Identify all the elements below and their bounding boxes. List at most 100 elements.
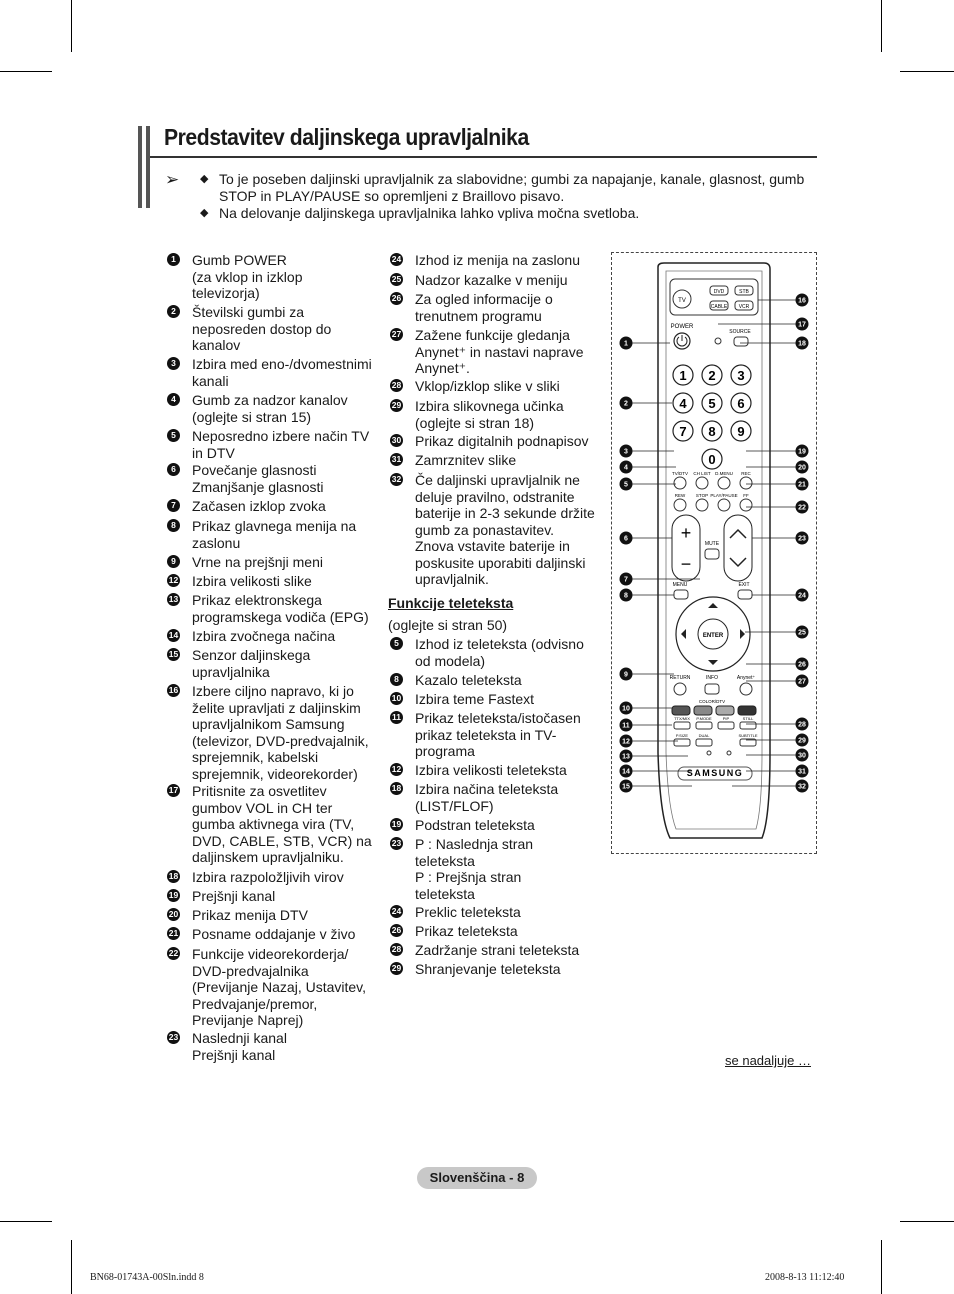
remote-key-label: D.MENU: [715, 471, 733, 476]
callout-marker: [795, 779, 809, 793]
item-text: Neposredno izbere način TV in DTV: [192, 428, 370, 461]
remote-key: [739, 721, 757, 730]
remote-key-label: FF: [743, 493, 749, 498]
item-number-badge: 17: [167, 784, 180, 797]
callout-marker: [619, 734, 633, 748]
callout-number: 25: [798, 630, 806, 637]
item-number-badge: 12: [390, 763, 403, 776]
crop-mark: [0, 71, 52, 72]
item-number-badge: 1: [167, 253, 180, 266]
callout-number: 8: [624, 593, 628, 600]
callout-number: 9: [624, 672, 628, 679]
item-number-badge: 21: [167, 927, 180, 940]
item-number-badge: 26: [390, 924, 403, 937]
teletext-subheading: (oglejte si stran 50): [388, 617, 508, 633]
item-text: Prikaz menija DTV: [192, 907, 308, 923]
exit-button: [737, 589, 753, 600]
power-icon: [676, 335, 688, 347]
callout-number: 6: [624, 536, 628, 543]
remote-key-label: TV/DTV: [672, 471, 688, 476]
digit-key: [701, 392, 723, 414]
item-text: Izhod iz menija na zaslonu: [415, 252, 580, 268]
item-number-badge: 22: [167, 947, 180, 960]
remote-key: [695, 721, 713, 730]
callout-number: 24: [798, 593, 806, 600]
svg-text:SOURCE: SOURCE: [729, 329, 751, 335]
item-text: Posname oddajanje v živo: [192, 926, 356, 942]
digit-key: [701, 364, 723, 386]
item-text: Izbira velikosti teleteksta: [415, 762, 567, 778]
callout-marker: [795, 336, 809, 350]
callout-marker: [795, 531, 809, 545]
return-button: [673, 682, 687, 696]
callout-number: 5: [624, 482, 628, 489]
svg-text:COLOR/DTV: COLOR/DTV: [699, 699, 725, 704]
callout-marker: [619, 718, 633, 732]
svg-text:EXIT: EXIT: [738, 582, 749, 588]
item-text: Povečanje glasnosti Zmanjšanje glasnosti: [192, 462, 324, 495]
digit-key: [672, 420, 694, 442]
callout-marker: [619, 749, 633, 763]
note-item: ◆ To je poseben daljinski upravljalnik z…: [200, 171, 805, 204]
remote-key: [695, 498, 709, 512]
remote-key: [739, 738, 757, 747]
item-text: Pritisnite za osvetlitev gumbov VOL in C…: [192, 783, 372, 865]
item-number-badge: 6: [167, 463, 180, 476]
remote-key: [717, 476, 731, 490]
callout-marker: [619, 396, 633, 410]
item-text: Številski gumbi za neposreden dostop do …: [192, 304, 332, 353]
footer-file: BN68-01743A-00Sln.indd 8: [90, 1272, 204, 1283]
item-text: Preklic teleteksta: [415, 904, 521, 920]
digit-key: [730, 392, 752, 414]
remote-key: [739, 498, 753, 512]
svg-text:+: +: [681, 523, 692, 543]
item-text: Izbira slikovnega učinka (oglejte si str…: [415, 398, 564, 431]
remote-key-label: TTX/MIX: [674, 716, 690, 721]
power-button: [673, 332, 691, 350]
item-number-badge: 2: [167, 305, 180, 318]
callout-number: 26: [798, 662, 806, 669]
reset-dot: [726, 750, 732, 756]
svg-text:POWER: POWER: [671, 324, 694, 330]
callout-marker: [795, 293, 809, 307]
item-text: Naslednji kanal Prejšnji kanal: [192, 1030, 287, 1063]
svg-text:−: −: [681, 554, 692, 574]
title-rule: [150, 156, 817, 158]
item-number-badge: 29: [390, 962, 403, 975]
item-text: Zadržanje strani teleteksta: [415, 942, 580, 958]
callout-number: 22: [798, 505, 806, 512]
item-text: Nadzor kazalke v meniju: [415, 272, 568, 288]
callout-markers: 1234567891011121314151617181920212223242…: [619, 293, 809, 793]
item-number-badge: 18: [167, 870, 180, 883]
item-number-badge: 16: [167, 684, 180, 697]
remote-key-label: DUAL: [699, 733, 710, 738]
callout-marker: [795, 717, 809, 731]
callout-number: 27: [798, 679, 806, 686]
item-number-badge: 9: [167, 555, 180, 568]
diamond-bullet-icon: ◆: [200, 207, 209, 219]
channel-rocker: [723, 514, 753, 582]
note-arrow-icon: ➢: [165, 170, 180, 189]
crop-mark: [71, 0, 72, 52]
callout-number: 4: [624, 465, 628, 472]
digit-key: [701, 448, 723, 470]
callout-marker: [619, 779, 633, 793]
item-number-badge: 23: [390, 837, 403, 850]
item-text: Vklop/izklop slike v sliki: [415, 378, 560, 394]
digit-label: 0: [708, 452, 715, 467]
callout-marker: [795, 588, 809, 602]
source-button: [733, 336, 749, 347]
item-text: Zamrznitev slike: [415, 452, 517, 468]
svg-text:INFO: INFO: [706, 675, 718, 681]
callout-number: 19: [798, 449, 806, 456]
item-number-badge: 15: [167, 648, 180, 661]
item-text: Senzor daljinskega upravljalnika: [192, 647, 311, 680]
item-number-badge: 32: [390, 473, 403, 486]
digit-label: 4: [679, 396, 687, 411]
digit-label: 3: [737, 368, 744, 383]
item-text: Kazalo teleteksta: [415, 672, 522, 688]
digit-label: 9: [737, 424, 744, 439]
item-number-badge: 28: [390, 379, 403, 392]
callout-number: 18: [798, 341, 806, 348]
